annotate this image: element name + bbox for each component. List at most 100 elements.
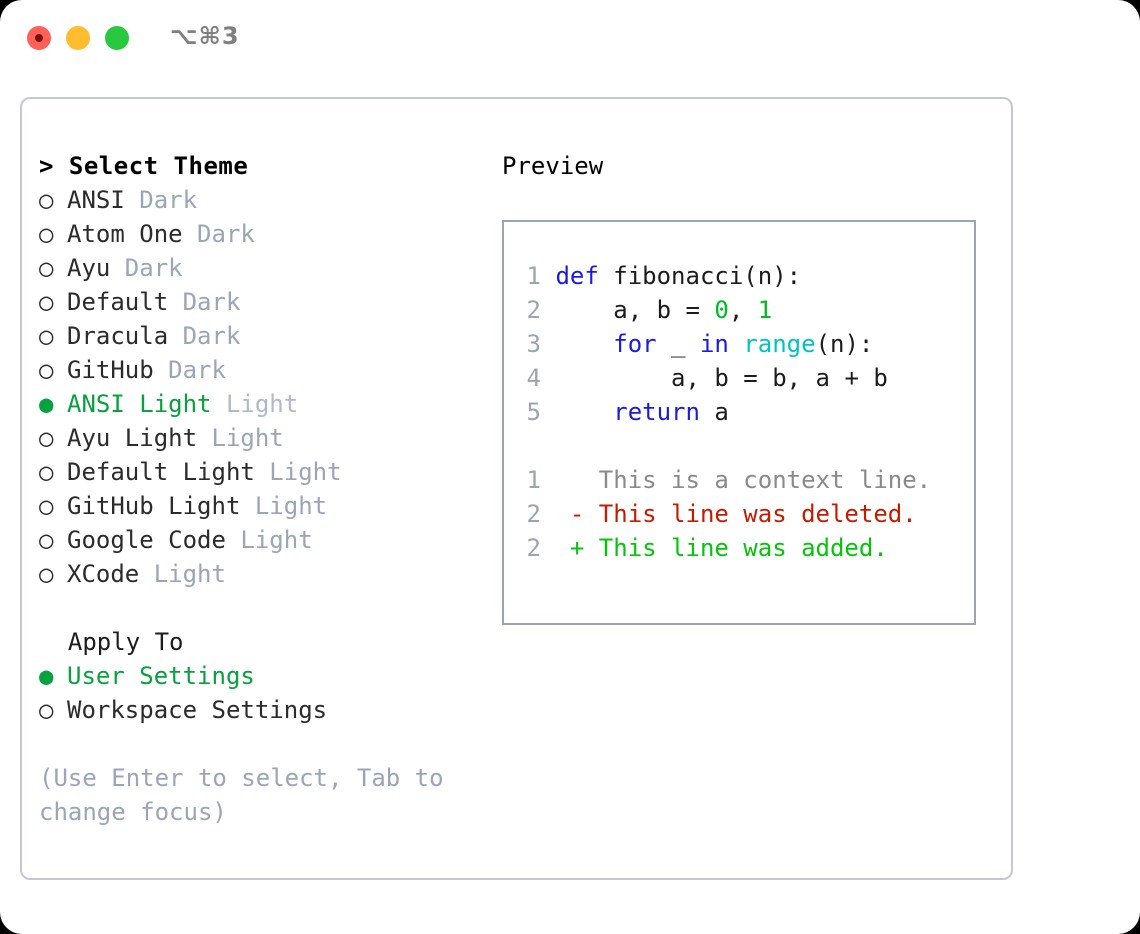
code-token: range (743, 330, 816, 358)
apply-to-heading: Apply To (39, 628, 184, 656)
theme-list-item[interactable]: ○ Default Light Light (39, 455, 479, 489)
code-token: for (613, 330, 657, 358)
code-token: 0 (714, 296, 729, 324)
radio-selected-icon: ● (39, 662, 68, 690)
theme-name: Google Code (67, 526, 226, 554)
theme-list-item[interactable]: ○ ANSI Dark (39, 183, 479, 217)
theme-list-item[interactable]: ○ Dracula Dark (39, 319, 479, 353)
code-token: 1 (757, 296, 773, 324)
theme-name: Atom One (67, 220, 183, 248)
gutter-space (541, 296, 555, 324)
diff-line: 1 This is a context line. (521, 463, 974, 497)
line-number: 3 (526, 330, 541, 358)
radio-unselected-icon: ○ (39, 424, 68, 452)
apply-to-label: User Settings (67, 662, 255, 690)
close-window-button[interactable] (27, 26, 51, 50)
radio-unselected-icon: ○ (39, 526, 68, 554)
theme-name: GitHub Light (67, 492, 241, 520)
code-token (555, 398, 613, 426)
theme-variant-badge: Dark (168, 322, 241, 350)
theme-variant-badge: Dark (153, 356, 226, 384)
code-token (555, 330, 613, 358)
code-line: 2 a, b = 0, 1 (521, 293, 974, 327)
diff-sample: 1 This is a context line.2 - This line w… (521, 463, 974, 565)
line-number: 5 (526, 398, 541, 426)
select-theme-heading: > Select Theme (39, 152, 249, 180)
keyboard-shortcut-label: ⌥⌘3 (170, 22, 240, 50)
radio-unselected-icon: ○ (39, 696, 68, 724)
theme-picker-column: > Select Theme ○ ANSI Dark○ Atom One Dar… (39, 149, 479, 829)
code-token: def (555, 262, 599, 290)
radio-unselected-icon: ○ (39, 186, 68, 214)
radio-unselected-icon: ○ (39, 560, 68, 588)
line-number: 1 (526, 262, 541, 290)
code-token: fibonacci(n): (598, 262, 802, 290)
code-line: 3 for _ in range(n): (521, 327, 974, 361)
code-token: in (699, 330, 729, 358)
line-number: 2 (526, 296, 541, 324)
theme-list-item[interactable]: ○ Atom One Dark (39, 217, 479, 251)
theme-variant-badge: Light (254, 458, 342, 486)
gutter-space (541, 398, 555, 426)
apply-to-list[interactable]: ● User Settings○ Workspace Settings (39, 659, 479, 727)
window-controls (27, 26, 129, 50)
theme-name: Ayu (67, 254, 111, 282)
code-line: 4 a, b = b, a + b (521, 361, 974, 395)
diff-text: + This line was added. (541, 534, 888, 562)
radio-unselected-icon: ○ (39, 220, 68, 248)
theme-list-item[interactable]: ○ GitHub Dark (39, 353, 479, 387)
code-token: , (728, 296, 758, 324)
theme-list-item[interactable]: ○ XCode Light (39, 557, 479, 591)
code-token: return (613, 398, 700, 426)
theme-name: Default Light (67, 458, 255, 486)
code-line: 5 return a (521, 395, 974, 429)
keyboard-hint-text: (Use Enter to select, Tab to change focu… (39, 764, 459, 826)
theme-list-item[interactable]: ○ Ayu Dark (39, 251, 479, 285)
gutter-space (541, 364, 555, 392)
apply-to-option[interactable]: ● User Settings (39, 659, 479, 693)
theme-variant-badge: Light (225, 526, 313, 554)
radio-unselected-icon: ○ (39, 322, 68, 350)
theme-name: XCode (67, 560, 140, 588)
radio-unselected-icon: ○ (39, 254, 68, 282)
radio-selected-icon: ● (39, 390, 68, 418)
theme-name: ANSI Light (67, 390, 212, 418)
theme-variant-badge: Light (211, 390, 299, 418)
theme-variant-badge: Light (240, 492, 328, 520)
maximize-window-button[interactable] (105, 26, 129, 50)
diff-text: - This line was deleted. (541, 500, 917, 528)
theme-list-item[interactable]: ● ANSI Light Light (39, 387, 479, 421)
theme-name: Ayu Light (67, 424, 198, 452)
theme-list-item[interactable]: ○ Default Dark (39, 285, 479, 319)
theme-variant-badge: Dark (168, 288, 241, 316)
theme-variant-badge: Light (197, 424, 284, 452)
theme-list-item[interactable]: ○ GitHub Light Light (39, 489, 479, 523)
code-token: (n): (815, 330, 874, 358)
gutter-space (541, 330, 555, 358)
theme-variant-badge: Dark (110, 254, 183, 282)
theme-variant-badge: Dark (182, 220, 255, 248)
code-token (729, 330, 743, 358)
apply-to-option[interactable]: ○ Workspace Settings (39, 693, 479, 727)
diff-line: 2 - This line was deleted. (521, 497, 974, 531)
theme-name: GitHub (67, 356, 154, 384)
diff-line: 2 + This line was added. (521, 531, 974, 565)
radio-unselected-icon: ○ (39, 356, 68, 384)
theme-name: Default (67, 288, 169, 316)
theme-list-item[interactable]: ○ Ayu Light Light (39, 421, 479, 455)
apply-to-label: Workspace Settings (67, 696, 328, 724)
title-bar: ⌥⌘3 (0, 0, 1140, 78)
preview-spacer (521, 429, 974, 463)
diff-text: This is a context line. (541, 466, 932, 494)
theme-list[interactable]: ○ ANSI Dark○ Atom One Dark○ Ayu Dark○ De… (39, 183, 479, 591)
theme-list-item[interactable]: ○ Google Code Light (39, 523, 479, 557)
code-token: a (699, 398, 729, 426)
line-number: 1 (526, 466, 541, 494)
code-token: _ (656, 330, 700, 358)
code-token: a, b = (555, 296, 715, 324)
minimize-window-button[interactable] (66, 26, 90, 50)
line-number: 2 (526, 534, 541, 562)
